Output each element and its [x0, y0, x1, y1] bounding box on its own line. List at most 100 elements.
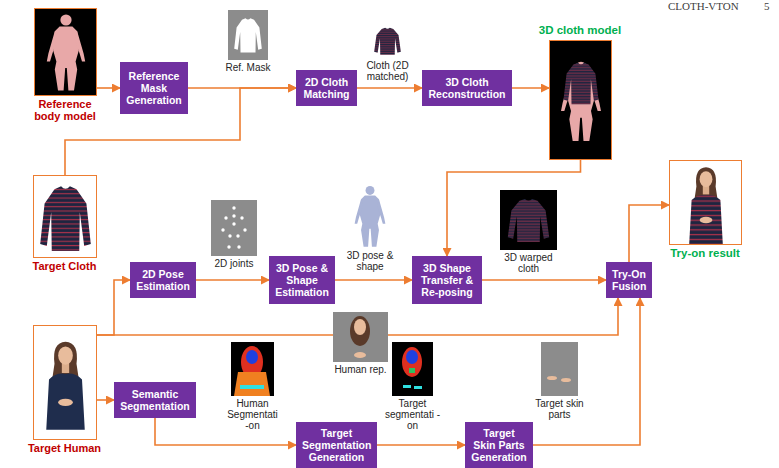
picture-ground — [392, 342, 433, 396]
body-model-picture — [34, 8, 97, 96]
image-caption: Target Cloth — [25, 260, 105, 272]
process-box: Try-On Fusion — [606, 262, 652, 298]
target-human-picture — [46, 342, 85, 430]
mask-shape — [234, 18, 262, 52]
image-caption: Target Human — [20, 442, 110, 454]
face-shape — [354, 319, 366, 335]
face-segment — [246, 350, 258, 364]
process-label: 3D Pose & Shape Estimation — [275, 262, 329, 298]
image-caption: 3D pose & shape — [340, 250, 400, 272]
flow-arrow — [447, 160, 581, 256]
process-label: 3D Cloth Reconstruction — [428, 76, 506, 100]
picture-ground — [231, 342, 274, 396]
image-caption: 3D cloth model — [530, 24, 630, 37]
hair-segment — [402, 347, 422, 377]
image-panel: Cloth (2D matched) — [370, 24, 405, 58]
joint-dots — [221, 206, 246, 248]
picture-ground — [34, 8, 97, 96]
page-number: 5 — [764, 0, 770, 12]
shirt-shape — [564, 63, 599, 104]
skin-patch — [547, 376, 557, 380]
flow-arrow — [155, 418, 296, 445]
image-panel: Target Cloth — [33, 175, 97, 258]
image-caption: Try-on result — [660, 247, 750, 260]
process-label: Semantic Segmentation — [120, 388, 190, 412]
flow-arrow — [482, 279, 606, 281]
flow-arrow — [97, 399, 114, 401]
process-box: Target Segmentation Generation — [296, 422, 377, 468]
cloth-model-picture — [549, 40, 612, 160]
process-box: 3D Cloth Reconstruction — [422, 70, 512, 106]
process-box: 2D Pose Estimation — [130, 262, 196, 298]
image-panel: 2D joints — [211, 200, 257, 256]
hands-shape — [354, 352, 366, 358]
process-box: 3D Shape Transfer & Re-posing — [412, 256, 482, 304]
picture-ground — [549, 40, 612, 160]
flow-arrow — [196, 279, 269, 281]
human-rep-picture — [333, 312, 388, 362]
image-caption: Cloth (2D matched) — [358, 60, 418, 82]
picture-ground — [228, 10, 268, 60]
top-segment — [234, 372, 270, 396]
shirt-shape — [508, 199, 549, 242]
image-panel: Target segmentati -on — [392, 342, 433, 396]
arm-segment — [414, 386, 422, 389]
flow-arrow — [377, 444, 465, 446]
image-panel: 3D pose & shape — [340, 182, 400, 248]
mask-picture — [228, 10, 268, 60]
process-box: 2D Cloth Matching — [296, 70, 357, 106]
image-caption: Target skin parts — [532, 398, 588, 420]
body-figure — [47, 14, 85, 90]
body-figure — [561, 62, 601, 141]
picture-ground — [333, 312, 388, 362]
arm-segment — [240, 385, 264, 389]
image-panel: Try-on result — [669, 160, 742, 245]
image-panel: 3D cloth model — [549, 40, 612, 160]
skin-parts-picture — [541, 342, 578, 396]
process-label: Reference Mask Generation — [126, 70, 182, 106]
image-panel: Ref. Mask — [228, 10, 268, 60]
result-picture — [689, 167, 723, 244]
picture-ground — [541, 342, 578, 396]
image-caption: Target segmentati -on — [385, 398, 441, 431]
hair-shape — [350, 316, 370, 346]
image-panel: Human rep. — [333, 312, 388, 362]
warped-cloth-picture — [500, 190, 557, 250]
pose-shape-picture — [355, 186, 386, 247]
process-box: Reference Mask Generation — [120, 62, 188, 114]
image-caption: Reference body model — [27, 98, 103, 122]
image-caption: Human rep. — [331, 364, 391, 375]
flow-arrow — [97, 334, 333, 336]
process-label: 2D Pose Estimation — [136, 268, 190, 292]
human-segmentation-picture — [231, 342, 274, 396]
process-label: 3D Shape Transfer & Re-posing — [418, 262, 476, 298]
image-panel: Target skin parts — [541, 342, 578, 396]
process-label: 2D Cloth Matching — [302, 76, 351, 100]
target-cloth-picture — [40, 186, 91, 251]
image-panel: Human Segmentati -on — [231, 342, 274, 396]
process-box: Target Skin Parts Generation — [465, 422, 533, 468]
process-box: 3D Pose & Shape Estimation — [269, 256, 335, 304]
neck-segment — [409, 368, 415, 373]
skin-patch — [561, 378, 571, 382]
joints-picture — [211, 200, 257, 256]
flow-arrow — [97, 87, 120, 89]
body-figure — [355, 186, 386, 247]
process-label: Target Skin Parts Generation — [471, 427, 527, 463]
running-header: CLOTH-VTON — [668, 0, 739, 12]
face-segment — [406, 350, 418, 364]
image-caption: Ref. Mask — [220, 62, 276, 73]
flow-arrow — [512, 87, 549, 89]
process-label: Target Segmentation Generation — [302, 427, 371, 463]
image-caption: 3D warped cloth — [499, 252, 559, 274]
image-caption: 2D joints — [206, 258, 262, 269]
arm-segment — [403, 385, 411, 388]
target-segmentation-picture — [392, 342, 433, 396]
image-caption: Human Segmentati -on — [225, 398, 281, 431]
shirt-shape — [40, 186, 91, 251]
process-box: Semantic Segmentation — [114, 382, 196, 418]
image-panel: Target Human — [33, 325, 97, 440]
person-figure — [46, 342, 85, 430]
